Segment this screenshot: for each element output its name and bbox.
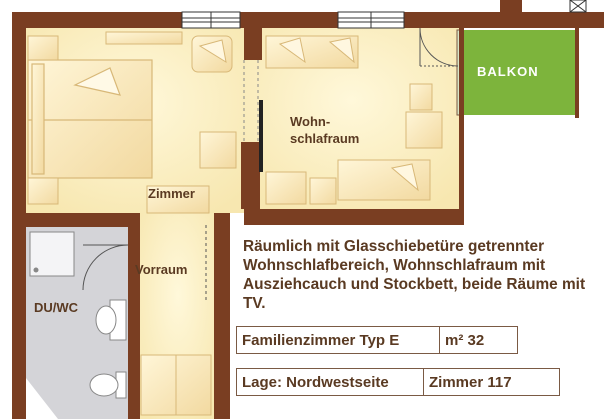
nightstand-top bbox=[27, 35, 59, 61]
nightstand-bottom bbox=[27, 177, 59, 205]
wardrobe bbox=[146, 185, 210, 214]
room-area: m² 32 bbox=[439, 327, 517, 353]
balkon-area bbox=[462, 30, 577, 115]
stool bbox=[309, 177, 337, 205]
sofa-bed-top bbox=[265, 35, 359, 69]
room-label-du-wc: DU/WC bbox=[34, 300, 79, 315]
room-label-balkon: BALKON bbox=[477, 64, 539, 79]
shower-tray bbox=[29, 231, 75, 277]
window-left bbox=[181, 11, 241, 29]
glass-sliding-door bbox=[243, 60, 263, 172]
room-label-wohnschlafraum-line1: Wohn- bbox=[290, 114, 331, 129]
window-corner bbox=[569, 0, 587, 13]
room-type: Familienzimmer Typ E bbox=[242, 331, 400, 349]
room-label-vorraum: Vorraum bbox=[135, 262, 188, 277]
table bbox=[405, 111, 443, 149]
room-label-zimmer: Zimmer bbox=[148, 186, 195, 201]
window-right bbox=[337, 11, 405, 29]
toilet bbox=[89, 371, 127, 399]
sink bbox=[95, 299, 127, 341]
balkon-door bbox=[419, 27, 459, 67]
side-shelf bbox=[409, 83, 433, 111]
room-label-wohnschlafraum-line2: schlafraum bbox=[290, 131, 360, 146]
desk-chair bbox=[199, 131, 237, 169]
info-box-type: Familienzimmer Typ E m² 32 bbox=[236, 326, 518, 354]
room-number: Zimmer 117 bbox=[423, 369, 559, 395]
sideboard bbox=[105, 31, 183, 45]
room-location: Lage: Nordwestseite bbox=[242, 373, 389, 391]
bunk-bed-pillow bbox=[390, 163, 419, 192]
double-bed bbox=[27, 59, 153, 179]
bathroom-door bbox=[82, 244, 129, 291]
room-description: Räumlich mit Glasschiebetüre getrennter … bbox=[243, 238, 586, 312]
walls bbox=[12, 0, 604, 419]
info-box-location: Lage: Nordwestseite Zimmer 117 bbox=[236, 368, 560, 396]
tv-cabinet bbox=[265, 171, 307, 205]
armchair bbox=[191, 35, 233, 73]
